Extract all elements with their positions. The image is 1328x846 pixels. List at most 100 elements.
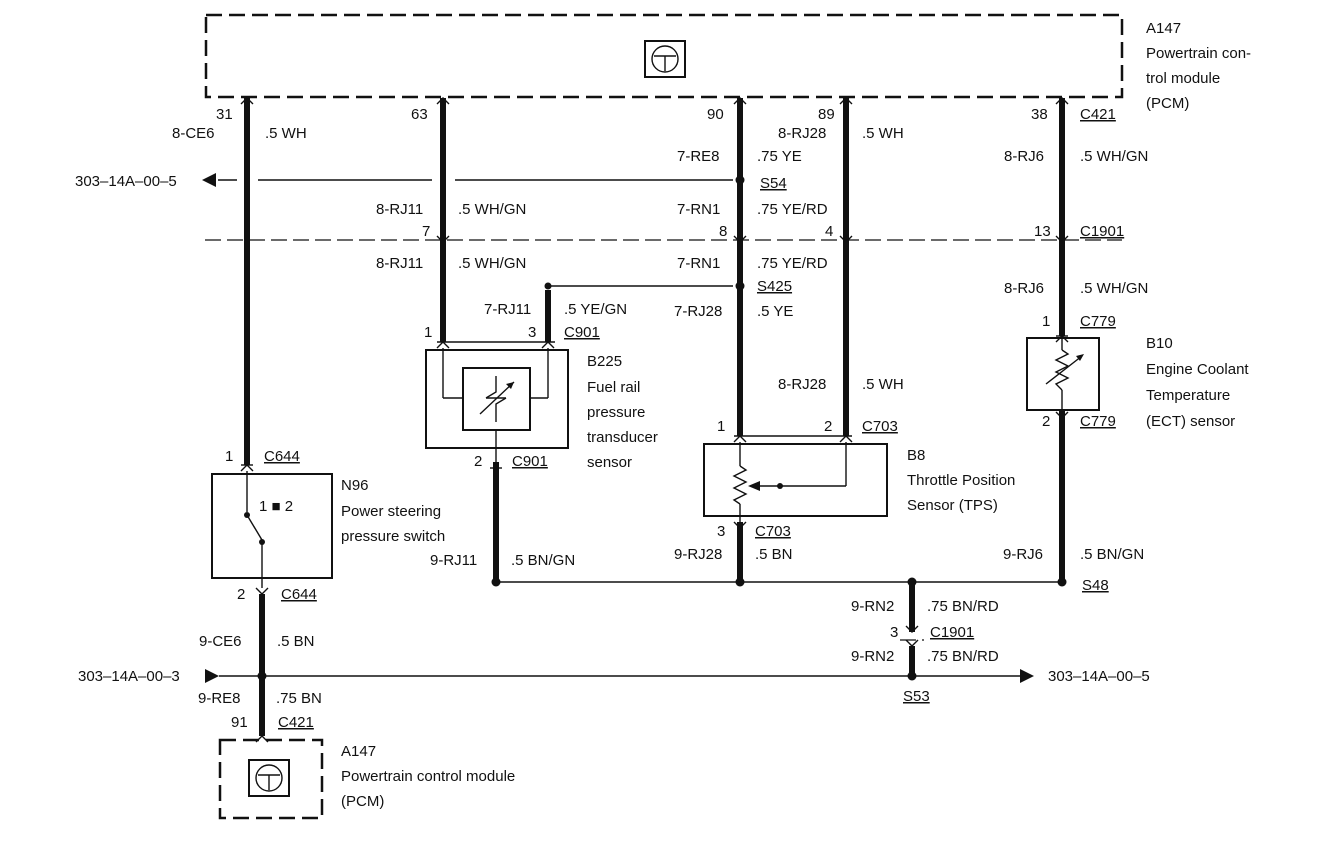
wire-size-5yegn: .5 YE/GN [564, 301, 627, 318]
pin-3-c1901: 3 [890, 624, 898, 641]
s425-splice-dot-left [544, 282, 552, 290]
pin-1-c703: 1 [717, 418, 725, 435]
ckt-8-rj11-a: 8-RJ11 [376, 201, 423, 218]
pin-31: 31 [216, 106, 233, 123]
ckt-9-ce6: 9-CE6 [199, 633, 242, 650]
wire-size-5bn-a: .5 BN [755, 546, 793, 563]
n96-name-line1: Power steering [341, 503, 441, 520]
ckt-7-rj28: 7-RJ28 [674, 303, 722, 320]
ckt-9-rj11: 9-RJ11 [430, 552, 477, 569]
pcm-bottom-name-line2: (PCM) [341, 793, 384, 810]
pin-1-c901: 1 [424, 324, 432, 341]
s53-left-splice-dot [257, 671, 267, 681]
wire-size-75bnrd-a: .75 BN/RD [927, 598, 999, 615]
b8-name-line2: Sensor (TPS) [907, 497, 998, 514]
n96-switch-label: 1 ■ 2 [259, 498, 293, 515]
b225-name-line1: Fuel rail [587, 379, 640, 396]
ckt-8-rj6-a: 8-RJ6 [1004, 148, 1044, 165]
pcm-top-name-line3: (PCM) [1146, 95, 1189, 112]
ckt-8-ce6: 8-CE6 [172, 125, 215, 142]
pcm-top-name-line1: Powertrain con- [1146, 45, 1251, 62]
wire-size-75ye-a: .75 YE [757, 148, 802, 165]
pcm-bottom-module-box [218, 738, 324, 820]
b8-id: B8 [907, 447, 925, 464]
pin-38: 38 [1031, 106, 1048, 123]
s53-splice-dot [907, 671, 917, 681]
s54-splice-dot [735, 175, 745, 185]
pcm-top-id: A147 [1146, 20, 1181, 37]
s54-label: S54 [760, 175, 787, 192]
ckt-9-rn2-b: 9-RN2 [851, 648, 894, 665]
b10-name-line2: Temperature [1146, 387, 1230, 404]
wire-size-75bnrd-b: .75 BN/RD [927, 648, 999, 665]
wire-size-5wh-c: .5 WH [862, 376, 904, 393]
c644-label-a: C644 [264, 448, 300, 465]
pin-2-c644: 2 [237, 586, 245, 603]
wire-size-5whgn-d: .5 WH/GN [1080, 280, 1148, 297]
ckt-9-rn2-a: 9-RN2 [851, 598, 894, 615]
ckt-7-re8: 7-RE8 [677, 148, 720, 165]
n96-name-line2: pressure switch [341, 528, 445, 545]
b8-tps-box [703, 443, 888, 517]
pin-89: 89 [818, 106, 835, 123]
pcm-bottom-name-line1: Powertrain control module [341, 768, 515, 785]
pin-2-c901: 2 [474, 453, 482, 470]
pin-4: 4 [825, 223, 833, 240]
wire-size-5whgn-b: .5 WH/GN [458, 201, 526, 218]
pin-2-c779: 2 [1042, 413, 1050, 430]
n96-id: N96 [341, 477, 369, 494]
c779-label-a: C779 [1080, 313, 1116, 330]
b225-id: B225 [587, 353, 622, 370]
arrow-right-left-bottom [205, 669, 219, 683]
n96-switch-contact-icon [244, 471, 265, 588]
wire-size-75bn: .75 BN [276, 690, 322, 707]
b8-name-line1: Throttle Position [907, 472, 1015, 489]
pin-8: 8 [719, 223, 727, 240]
b225-sensor-box [425, 349, 569, 449]
pin-63: 63 [411, 106, 428, 123]
c421-label-a: C421 [1080, 106, 1116, 123]
b225-variable-resistor-icon [479, 376, 515, 422]
ref-left-bottom: 303–14A–00–3 [78, 668, 180, 685]
pcm-top-module-box [204, 13, 1124, 99]
b10-name-line1: Engine Coolant [1146, 361, 1249, 378]
b10-thermistor-icon [1045, 338, 1084, 410]
b225-name-line3: transducer [587, 429, 658, 446]
c644-label-b: C644 [281, 586, 317, 603]
pcm-top-module-icon [644, 40, 686, 78]
c1901-label-b: C1901 [930, 624, 974, 641]
pin-2-c703: 2 [824, 418, 832, 435]
b10-name-line3: (ECT) sensor [1146, 413, 1235, 430]
c1901-label-a: C1901 [1080, 223, 1124, 240]
wire-size-5whgn-c: .5 WH/GN [458, 255, 526, 272]
c901-label-b: C901 [512, 453, 548, 470]
ckt-8-rj28-b: 8-RJ28 [778, 376, 826, 393]
wire-size-5whgn-a: .5 WH/GN [1080, 148, 1148, 165]
pin-90: 90 [707, 106, 724, 123]
ckt-7-rn1-a: 7-RN1 [677, 201, 720, 218]
ckt-7-rj11: 7-RJ11 [484, 301, 531, 318]
c901-label-a: C901 [564, 324, 600, 341]
ckt-8-rj6-b: 8-RJ6 [1004, 280, 1044, 297]
wire-size-5bngn-b: .5 BN/GN [1080, 546, 1144, 563]
n96-switch-box [211, 473, 333, 579]
c703-label-b: C703 [755, 523, 791, 540]
wire-size-5ye: .5 YE [757, 303, 793, 320]
ckt-8-rj28-a: 8-RJ28 [778, 125, 826, 142]
s48-label: S48 [1082, 577, 1109, 594]
s425-splice-dot [735, 281, 745, 291]
wire-size-75yerd-b: .75 YE/RD [757, 255, 828, 272]
ckt-9-rj6: 9-RJ6 [1003, 546, 1043, 563]
pin-1-c644: 1 [225, 448, 233, 465]
wire-size-5wh-b: .5 WH [862, 125, 904, 142]
pin-7: 7 [422, 223, 430, 240]
b225-name-line2: pressure [587, 404, 645, 421]
arrow-left-top [202, 173, 216, 187]
ref-left-top: 303–14A–00–5 [75, 173, 177, 190]
ckt-7-rn1-b: 7-RN1 [677, 255, 720, 272]
wire-size-5bn-b: .5 BN [277, 633, 315, 650]
s425-label: S425 [757, 278, 792, 295]
s53-label: S53 [903, 688, 930, 705]
